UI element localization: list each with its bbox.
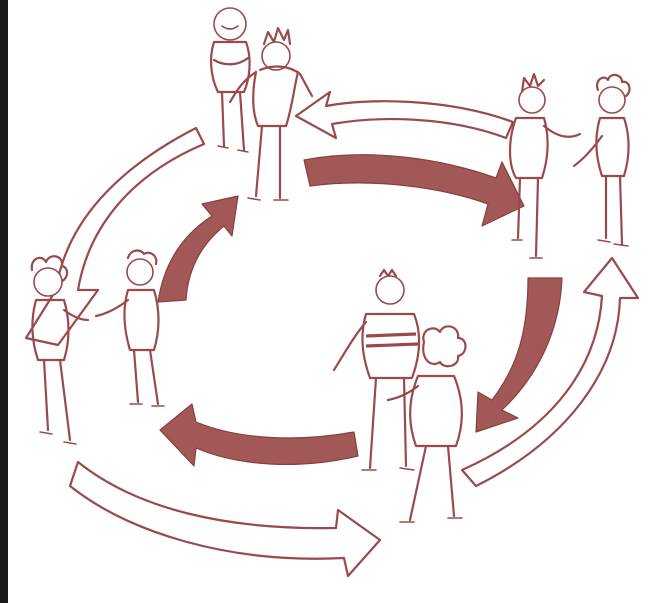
inner-arrow-left — [158, 196, 238, 302]
outer-arrow-left — [26, 128, 204, 345]
person-top-left-a — [211, 8, 250, 152]
inner-arrow-bottom — [160, 404, 358, 466]
outer-arrow-bottom — [70, 462, 380, 576]
inner-outer-circle-illustration — [8, 0, 665, 603]
person-right-b — [574, 75, 629, 246]
inner-arrow-top — [304, 155, 524, 226]
person-right-a — [510, 74, 580, 258]
inner-arrow-right — [476, 278, 562, 432]
person-bottom-b — [388, 326, 466, 522]
circle-diagram-svg — [8, 0, 665, 603]
person-left-b — [96, 251, 164, 406]
outer-arrow-top — [296, 92, 513, 138]
